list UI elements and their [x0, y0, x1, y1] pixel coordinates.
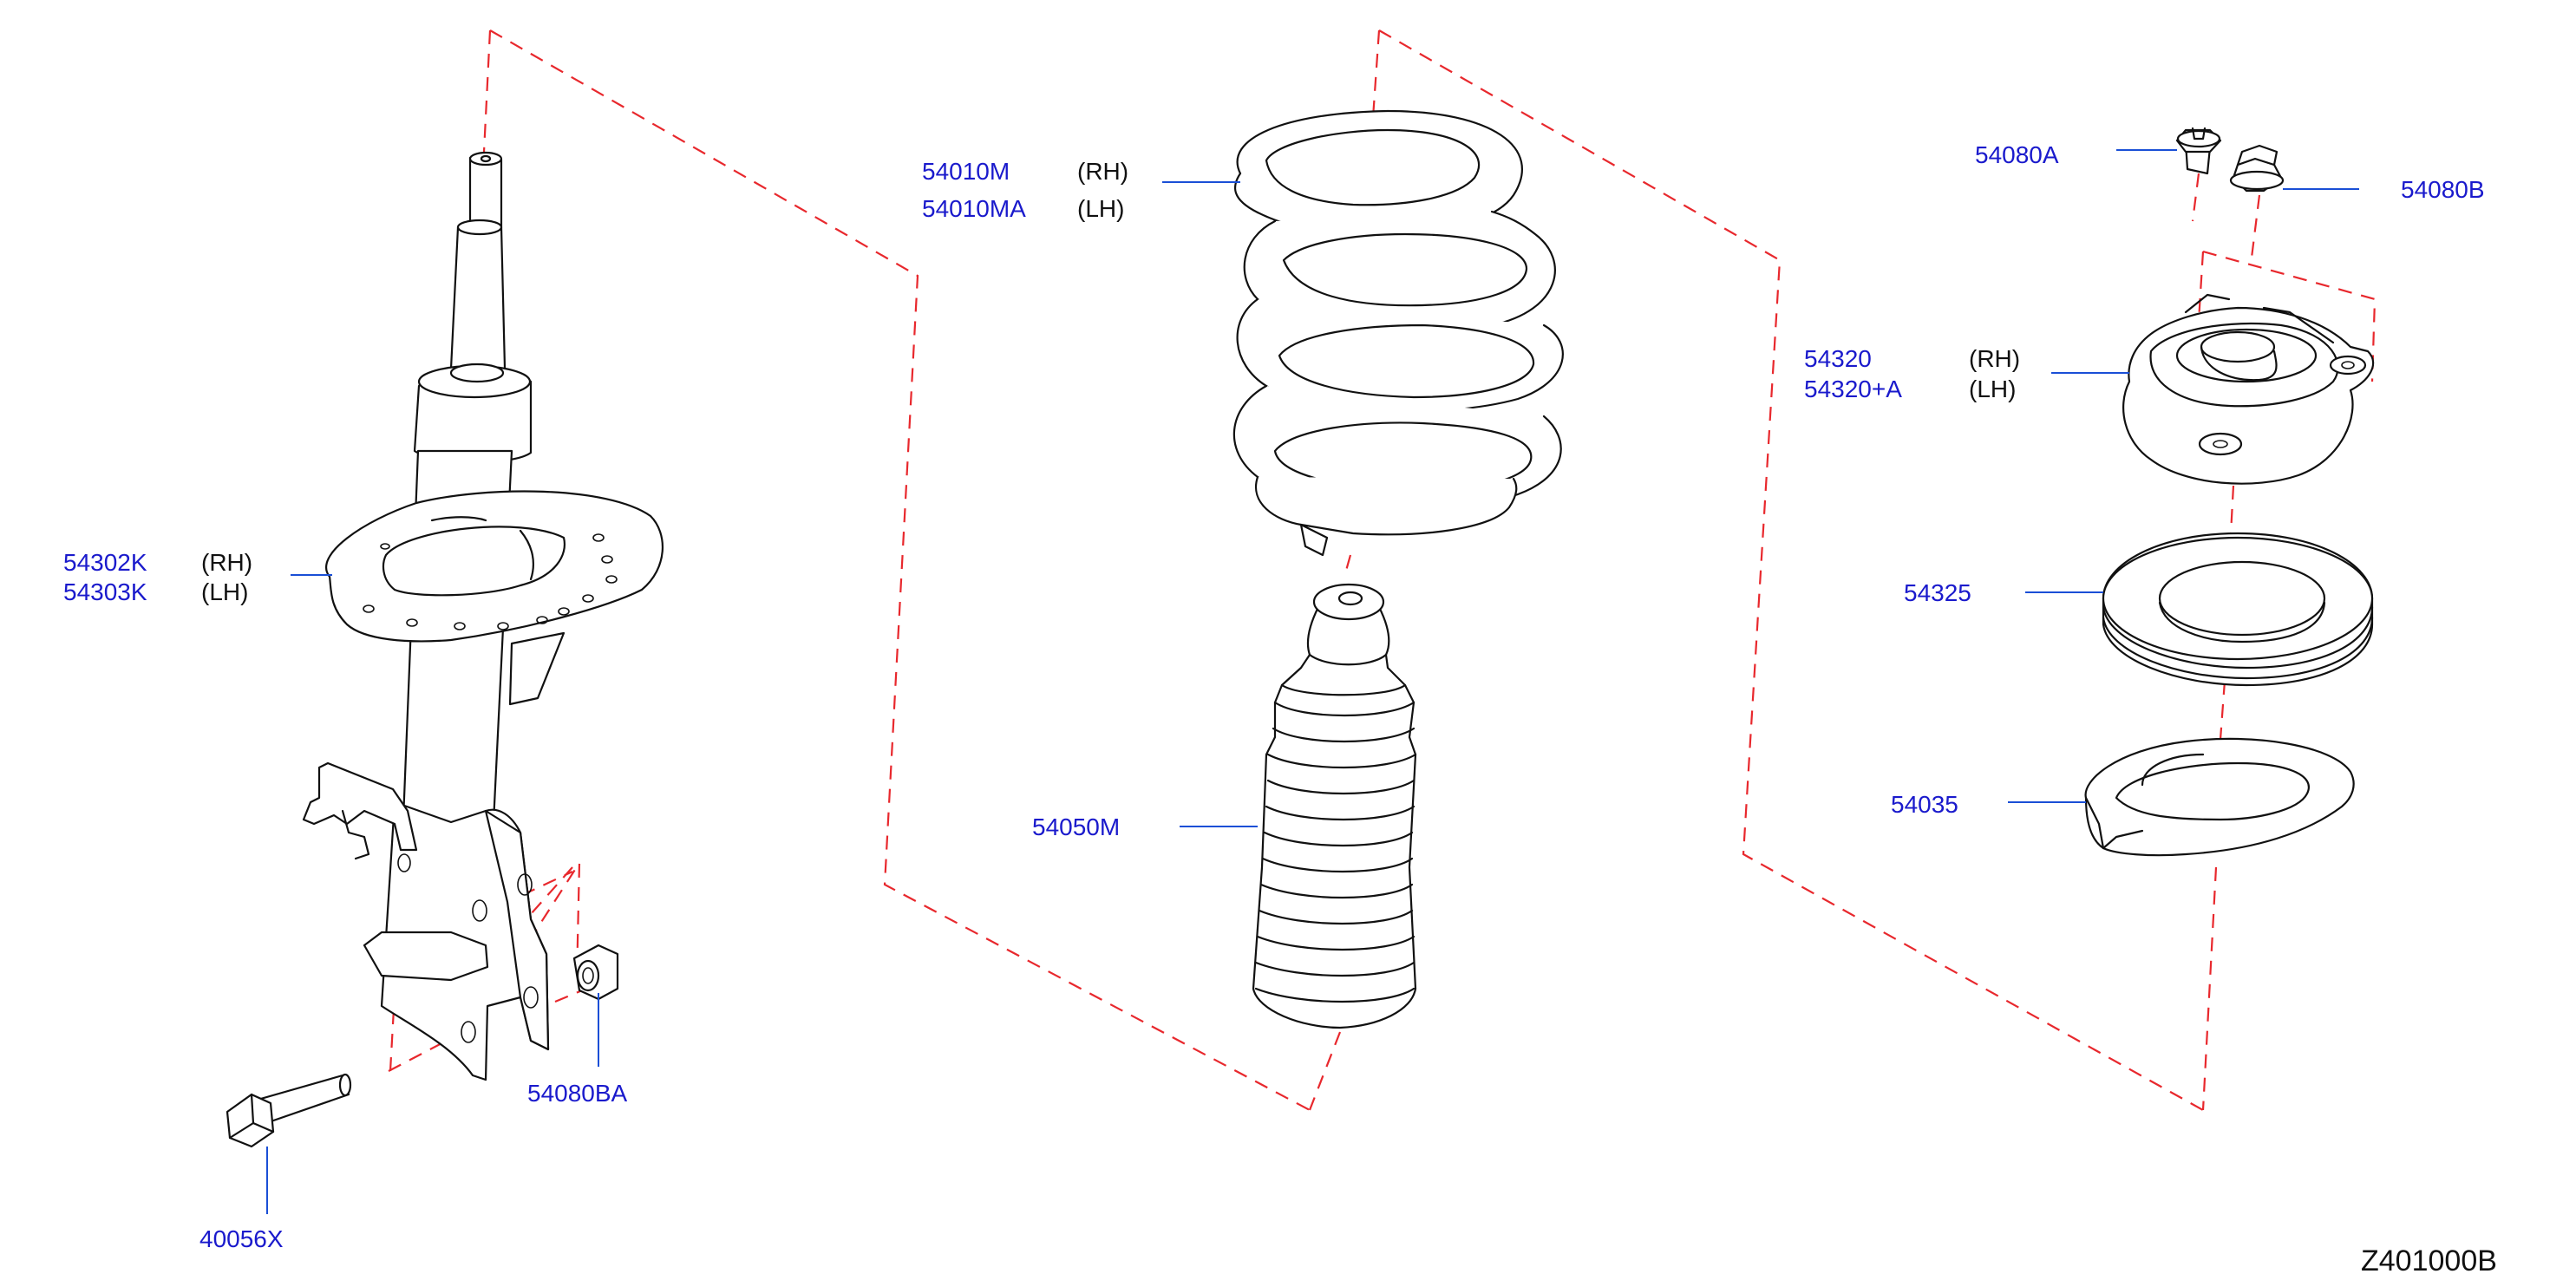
part-number-54010m[interactable]: 54010M	[922, 158, 1010, 185]
bolt-54080a[interactable]	[2175, 127, 2222, 175]
bound-bumper[interactable]	[1252, 583, 1417, 1029]
spring-seat[interactable]	[2084, 737, 2355, 857]
strut-assembly[interactable]	[302, 151, 664, 1081]
bearing[interactable]	[2102, 532, 2374, 687]
part-number-54303k[interactable]: 54303K	[63, 578, 147, 605]
part-number-54035[interactable]: 54035	[1891, 791, 1958, 818]
part-labels: 54302K 54303K (RH) (LH) 54010M 54010MA (…	[63, 141, 2497, 1277]
diagram-code: Z401000B	[2361, 1245, 2497, 1277]
side-label-lh: (LH)	[1077, 195, 1124, 222]
part-number-54010ma[interactable]: 54010MA	[922, 195, 1026, 222]
side-label-rh: (RH)	[201, 549, 252, 576]
side-label-lh: (LH)	[201, 578, 248, 605]
side-label-rh: (RH)	[1077, 158, 1128, 185]
part-number-54080a[interactable]: 54080A	[1975, 141, 2059, 168]
part-number-54080ba[interactable]: 54080BA	[527, 1080, 628, 1107]
part-number-54302k[interactable]: 54302K	[63, 549, 147, 576]
part-number-54080b[interactable]: 54080B	[2401, 176, 2485, 203]
part-number-54320-a[interactable]: 54320+A	[1804, 376, 1902, 402]
side-label-rh: (RH)	[1969, 345, 2020, 372]
part-number-54050m[interactable]: 54050M	[1032, 813, 1120, 840]
side-label-lh: (LH)	[1969, 376, 2016, 402]
strut-mount[interactable]	[2122, 293, 2375, 485]
leader-lines	[266, 149, 2359, 1214]
bolt-40056x[interactable]	[226, 1073, 352, 1148]
nut-54080ba[interactable]	[572, 944, 619, 1001]
coil-spring[interactable]	[1232, 109, 1564, 557]
nut-54080b[interactable]	[2229, 144, 2285, 193]
part-number-54320[interactable]: 54320	[1804, 345, 1872, 372]
part-number-40056x[interactable]: 40056X	[199, 1225, 284, 1252]
part-number-54325[interactable]: 54325	[1904, 579, 1971, 606]
plate-holes	[363, 533, 618, 630]
